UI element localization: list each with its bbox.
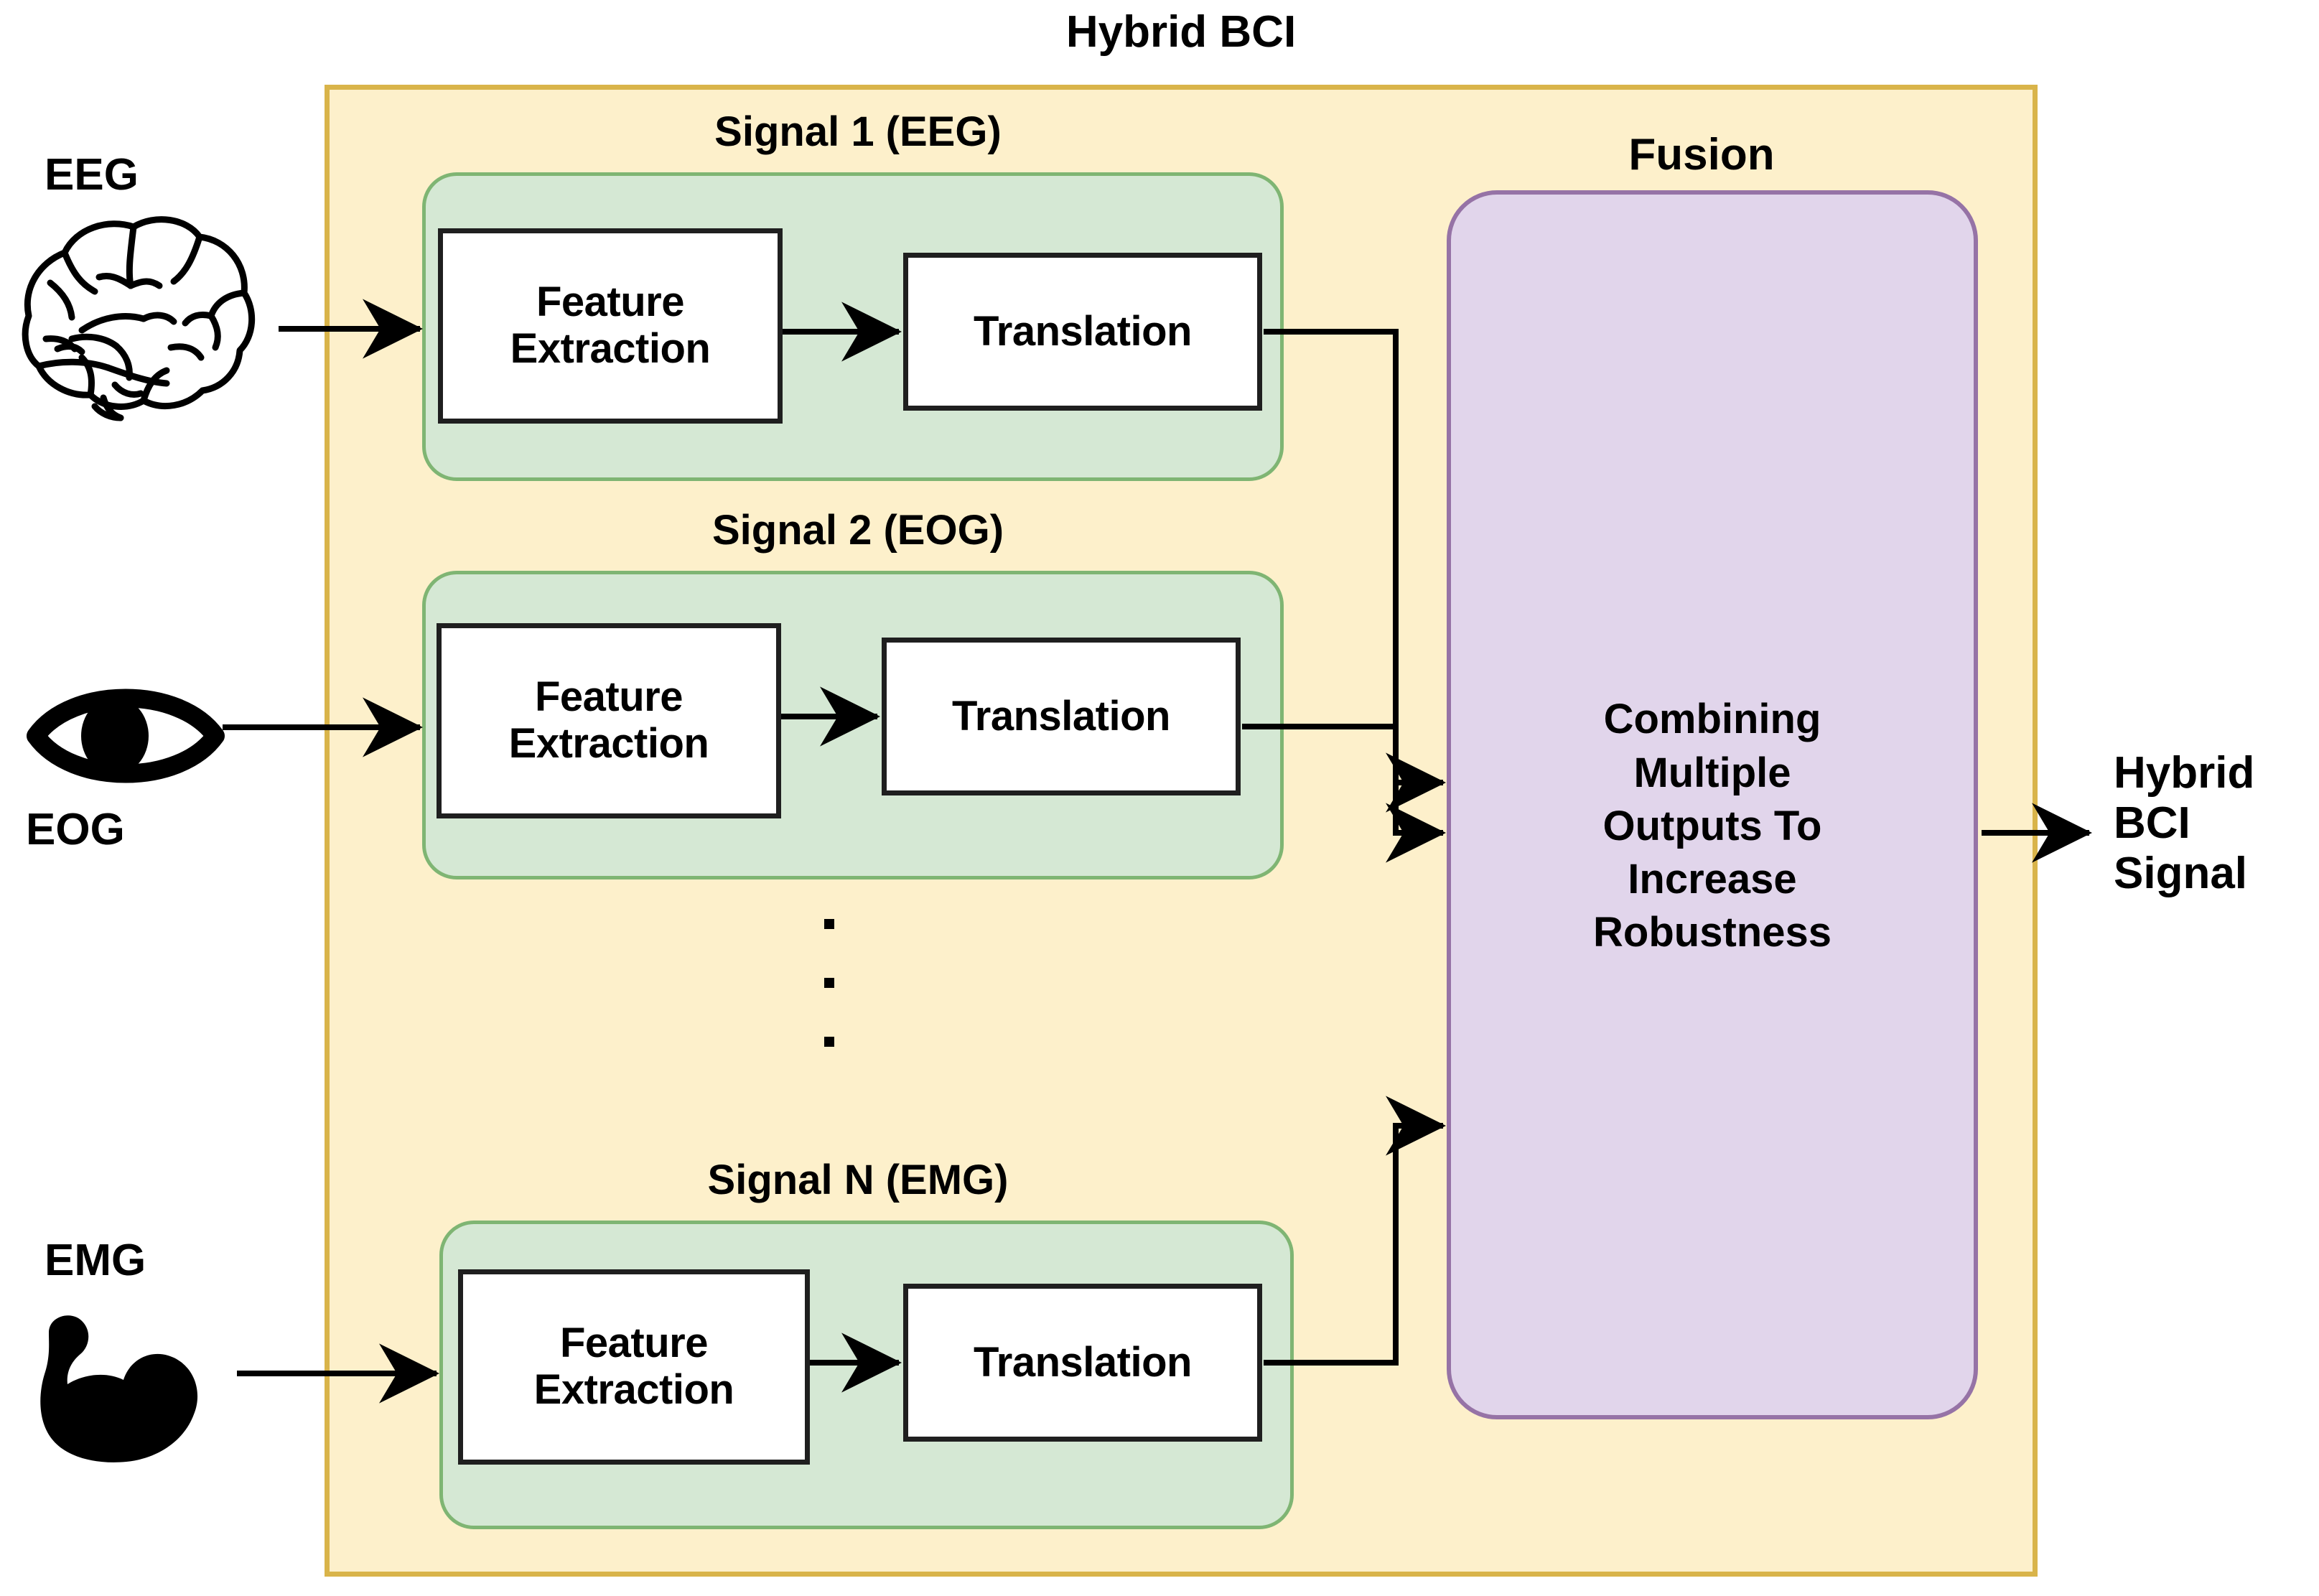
ellipsis-dot [824,1037,834,1047]
signal-title-1: Signal 1 (EEG) [714,108,1002,155]
fusion-description: Combining Multiple Outputs To Increase R… [1593,696,1832,956]
source-label-emg: EMG [45,1236,146,1285]
fusion-title: Fusion [1628,130,1775,179]
ellipsis-dot [824,919,834,929]
translation-label-n: Translation [974,1338,1192,1386]
feature-extraction-label-2: Feature Extraction [508,673,709,767]
source-label-eog: EOG [26,805,125,854]
eye-icon [22,668,230,804]
feature-extraction-box-n: Feature Extraction [458,1269,810,1465]
signal-title-n: Signal N (EMG) [707,1157,1009,1203]
ellipsis-dots [804,919,854,1096]
feature-extraction-box-1: Feature Extraction [438,228,783,424]
fusion-box: Combining Multiple Outputs To Increase R… [1447,190,1978,1419]
brain-icon [7,208,266,424]
feature-extraction-box-2: Feature Extraction [437,623,781,818]
translation-label-2: Translation [952,692,1170,739]
translation-box-2: Translation [882,638,1241,795]
signal-title-2: Signal 2 (EOG) [711,507,1004,554]
muscle-icon [22,1305,223,1485]
translation-label-1: Translation [974,307,1192,355]
feature-extraction-label-n: Feature Extraction [533,1320,734,1413]
translation-box-1: Translation [903,253,1262,411]
ellipsis-dot [824,978,834,988]
output-label: Hybrid BCI Signal [2114,748,2255,899]
feature-extraction-label-1: Feature Extraction [510,279,711,372]
page-title: Hybrid BCI [1065,7,1297,57]
source-label-eeg: EEG [45,150,139,200]
translation-box-n: Translation [903,1284,1262,1442]
